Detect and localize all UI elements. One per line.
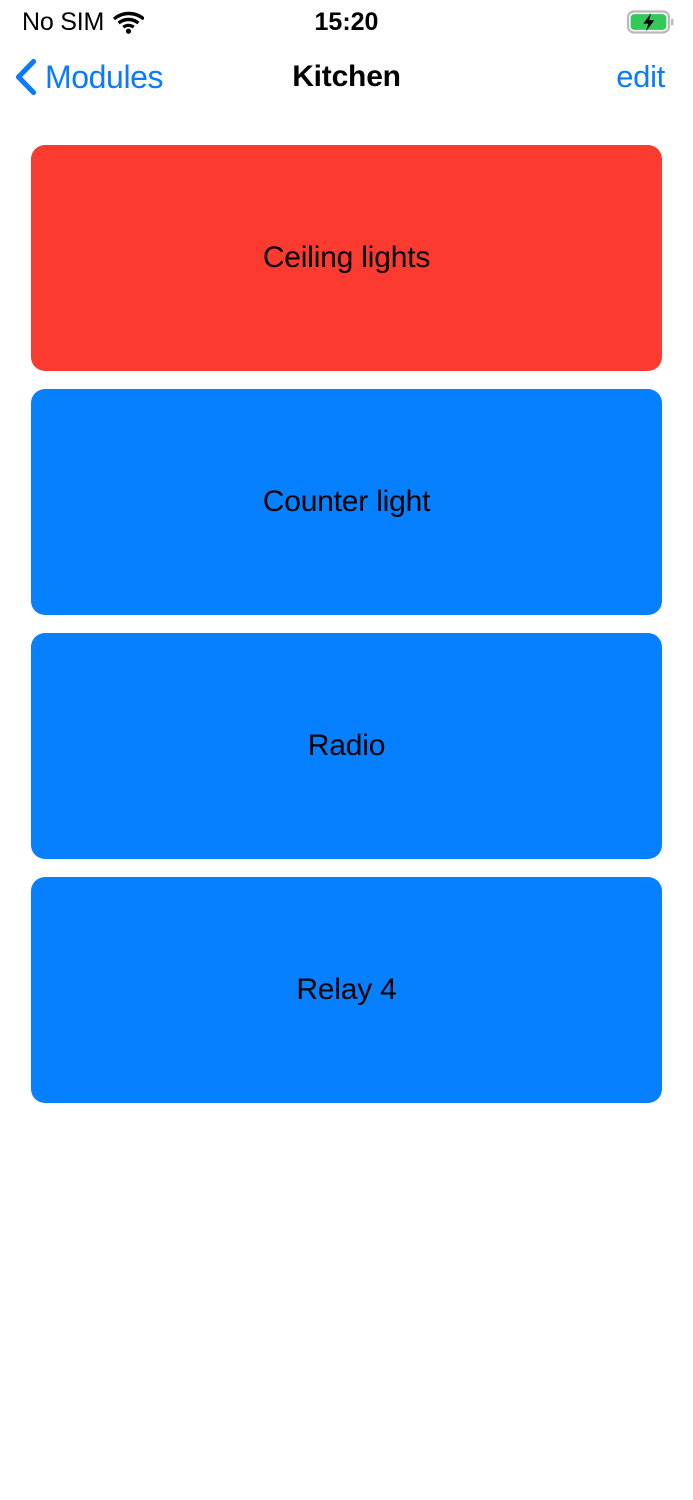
status-bar-time: 15:20 [314, 7, 379, 36]
status-bar: No SIM 15:20 [0, 0, 693, 44]
back-button[interactable]: Modules [14, 44, 164, 110]
page-title: Kitchen [292, 60, 401, 93]
module-button-ceiling-lights[interactable]: Ceiling lights [31, 145, 662, 371]
edit-button[interactable]: edit [616, 44, 665, 110]
status-bar-left: No SIM [22, 0, 145, 44]
module-button-relay-4[interactable]: Relay 4 [31, 877, 662, 1103]
carrier-label: No SIM [22, 7, 105, 36]
wifi-icon [113, 11, 145, 34]
battery-charging-icon [627, 9, 675, 35]
module-list: Ceiling lights Counter light Radio Relay… [31, 145, 662, 1103]
status-bar-right [627, 0, 675, 44]
navigation-bar: Modules Kitchen edit [0, 44, 693, 110]
module-button-counter-light[interactable]: Counter light [31, 389, 662, 615]
chevron-left-icon [14, 59, 36, 95]
module-button-radio[interactable]: Radio [31, 633, 662, 859]
back-button-label: Modules [45, 59, 164, 95]
